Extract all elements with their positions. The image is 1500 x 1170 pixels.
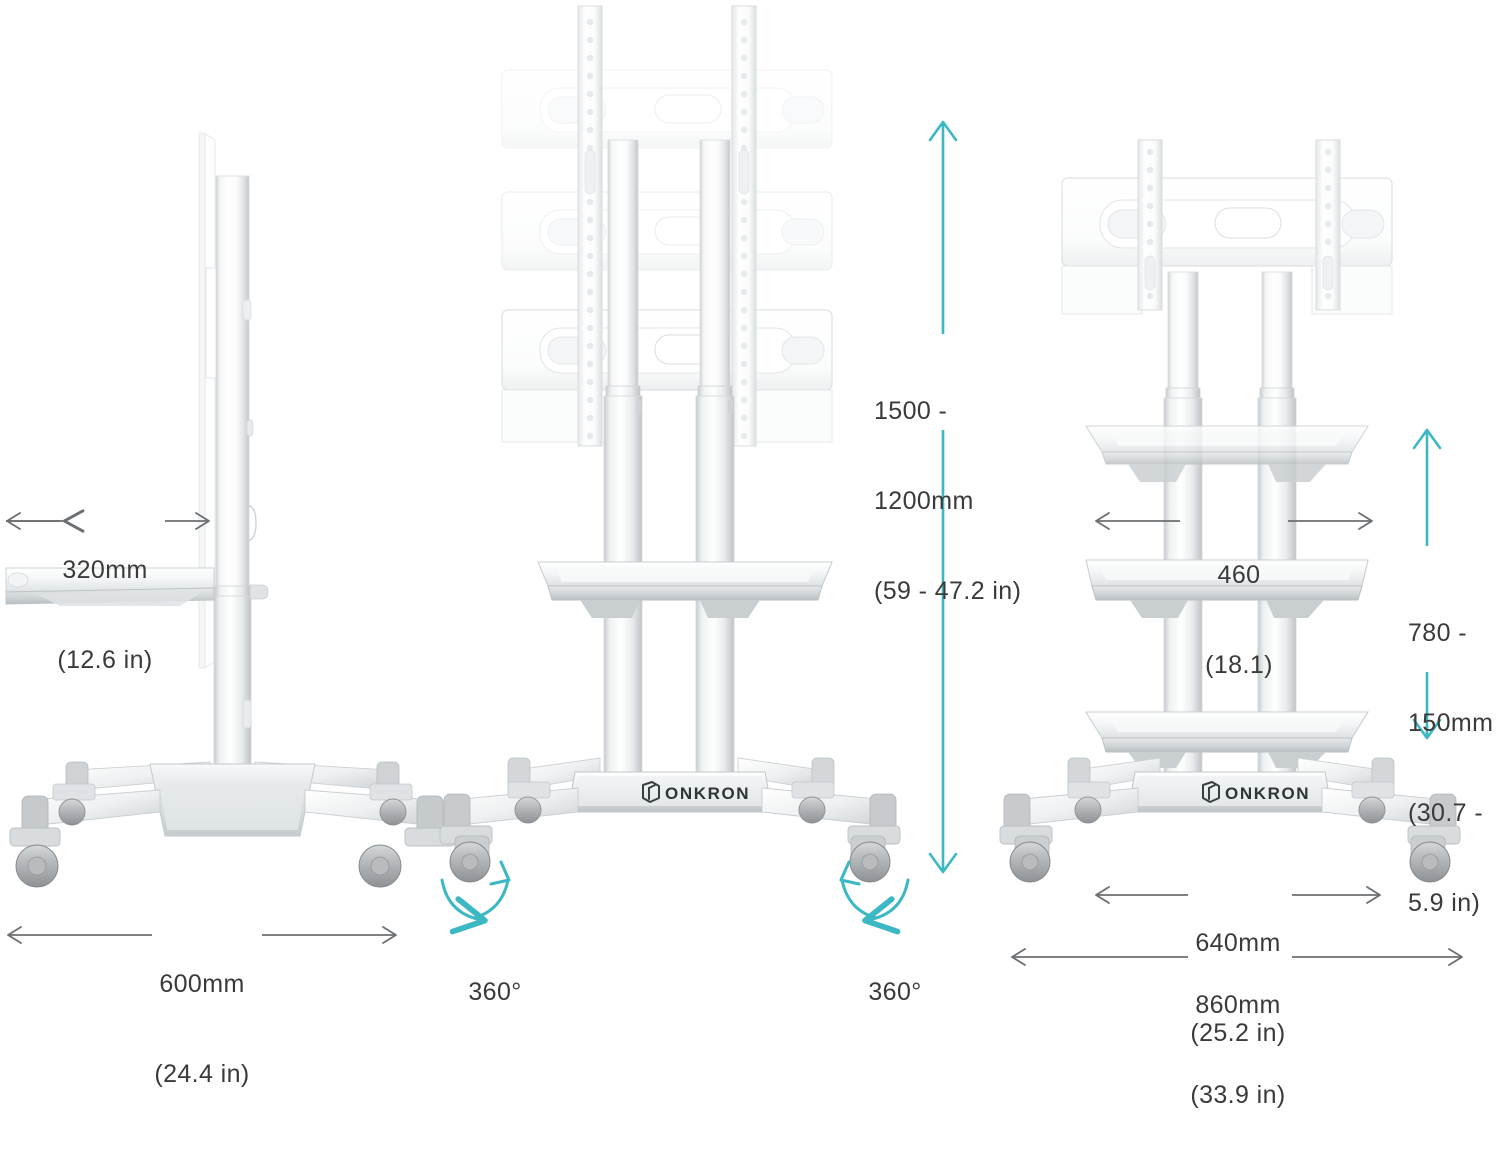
base-inner-width-arrow bbox=[1095, 886, 1381, 904]
base-depth-dimension: 600mm (24.4 in) bbox=[102, 909, 302, 1149]
shelf-height-range-line2: 150mm bbox=[1408, 709, 1494, 737]
caster bbox=[507, 781, 551, 824]
brand-wordmark-right: ONKRON bbox=[1225, 784, 1311, 803]
caster-rotation-right-label: 360° bbox=[868, 978, 922, 1006]
shelf-width-dimension: 460 (18.1) bbox=[1184, 500, 1294, 740]
base-outer-width-line1: 860mm bbox=[1195, 991, 1281, 1019]
caster bbox=[791, 781, 835, 824]
shelf-height-range-line1: 780 - bbox=[1408, 619, 1467, 647]
tv-bracket-ghost-top bbox=[501, 69, 833, 149]
caster-rotation-left: 360° bbox=[440, 917, 550, 1067]
tv-bracket bbox=[501, 309, 833, 443]
bracket-rail-right bbox=[1315, 139, 1341, 311]
upper-pole-right bbox=[699, 139, 731, 391]
shelf-ghost-upper bbox=[1085, 425, 1369, 482]
caster bbox=[1067, 781, 1111, 824]
shelf-depth-dimension: 320mm (12.6 in) bbox=[0, 495, 210, 735]
shelf-depth-arrow bbox=[6, 509, 210, 533]
caster-rotation-arc-right bbox=[839, 860, 910, 935]
bracket-rail-left bbox=[577, 5, 603, 447]
caster-front-right bbox=[1407, 825, 1461, 883]
base-depth-line1: 600mm bbox=[159, 970, 245, 998]
base-inner-width-line1: 640mm bbox=[1195, 929, 1281, 957]
side-upper-pole bbox=[215, 175, 250, 597]
shelf-height-range-arrow bbox=[1412, 428, 1442, 740]
onkron-logo-right bbox=[1202, 781, 1220, 803]
brand-wordmark-center: ONKRON bbox=[665, 784, 751, 803]
tv-bracket-ghost-mid bbox=[501, 191, 833, 271]
caster-front-left bbox=[999, 825, 1053, 883]
caster-front-left bbox=[439, 825, 493, 883]
front-view-shelves bbox=[999, 139, 1463, 966]
caster bbox=[9, 827, 61, 888]
caster-rotation-arc-left bbox=[440, 860, 511, 935]
shelf-height-range-dimension: 780 - 150mm (30.7 - 5.9 in) bbox=[1408, 558, 1500, 978]
diagram-canvas bbox=[5, 5, 1463, 966]
side-tv-mount-plate bbox=[198, 132, 219, 669]
shelf-width-line1: 460 bbox=[1217, 561, 1261, 589]
front-view-height-adjust bbox=[439, 5, 958, 935]
side-shelf bbox=[5, 567, 215, 606]
onkron-cube-logo-icon bbox=[1202, 781, 1220, 803]
shelf-height-range-line3: (30.7 - bbox=[1408, 799, 1484, 827]
front-base bbox=[999, 757, 1461, 883]
caster-front-right bbox=[847, 825, 901, 883]
shelf-depth-line1: 320mm bbox=[62, 556, 148, 584]
center-shelf bbox=[537, 561, 833, 618]
base-outer-width-line2: (33.9 in) bbox=[1190, 1081, 1286, 1109]
caster-rotation-right: 360° bbox=[840, 917, 950, 1067]
side-lower-pole bbox=[213, 595, 252, 777]
product-dimension-diagram: 320mm (12.6 in) 600mm (24.4 in) 1500 - 1… bbox=[0, 5, 1500, 1109]
tv-height-range-line3: (59 - 47.2 in) bbox=[874, 577, 1022, 605]
base-depth-line2: (24.4 in) bbox=[154, 1060, 250, 1088]
shelf-width-arrow bbox=[1095, 512, 1373, 530]
onkron-logo-center bbox=[642, 781, 660, 803]
base-outer-width-dimension: 860mm (33.9 in) bbox=[1138, 930, 1338, 1170]
onkron-cube-logo-icon bbox=[642, 781, 660, 803]
shelf-width-line2: (18.1) bbox=[1205, 651, 1273, 679]
caster-rotation-left-label: 360° bbox=[468, 978, 522, 1006]
caster bbox=[1351, 781, 1395, 824]
shelf-middle bbox=[1085, 559, 1369, 618]
tv-height-range-arrow bbox=[928, 120, 958, 874]
caster bbox=[52, 783, 96, 826]
side-base bbox=[9, 761, 456, 888]
caster bbox=[369, 783, 413, 826]
base-outer-width-arrow bbox=[1011, 948, 1463, 966]
tv-height-range-line1: 1500 - bbox=[874, 397, 948, 425]
upper-pole-left bbox=[607, 139, 639, 391]
front-base bbox=[439, 757, 901, 883]
bracket-rail-left bbox=[1137, 139, 1163, 311]
tv-height-range-line2: 1200mm bbox=[874, 487, 974, 515]
shelf-height-range-line4: 5.9 in) bbox=[1408, 889, 1481, 917]
side-view bbox=[5, 132, 456, 944]
shelf-depth-line2: (12.6 in) bbox=[57, 646, 153, 674]
bracket-rail-right bbox=[731, 5, 757, 447]
tv-height-range-dimension: 1500 - 1200mm (59 - 47.2 in) bbox=[874, 336, 1054, 666]
base-depth-arrow bbox=[7, 926, 397, 944]
tv-bracket bbox=[1061, 177, 1393, 315]
